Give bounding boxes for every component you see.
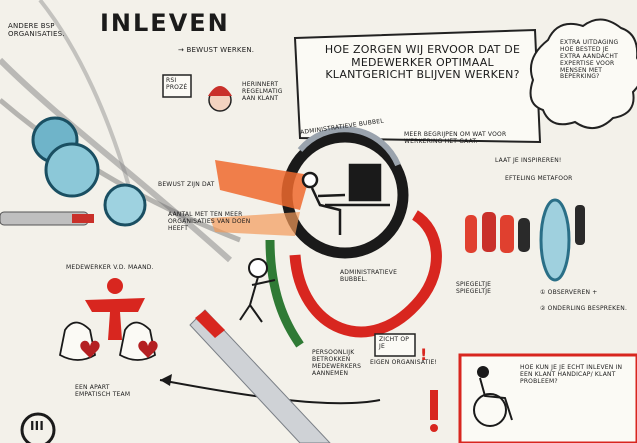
mirror-icon [539, 198, 571, 282]
understand-work-note: Meer begrijpen om wat voor werkering het… [404, 131, 507, 145]
climbing-person-icon [239, 258, 276, 323]
heart-icon [138, 340, 158, 358]
admin-bubble-bottom: Administratieve bubbel. [340, 269, 398, 283]
reminder-label: Herinnert regelmatig aan klant [242, 81, 283, 102]
page-title: INLEVEN [100, 9, 230, 37]
top-left-note: Andere BSP organisaties. [8, 22, 65, 39]
red-bubble-arc [289, 210, 442, 338]
question-frame [293, 28, 542, 144]
organisations-label: aantal met ten meer organisaties van doe… [168, 211, 251, 232]
teal-sphere-icon [44, 142, 100, 198]
exclamation-dot [430, 424, 438, 432]
orange-beam [215, 160, 310, 210]
rail-line [0, 98, 241, 243]
vision-box-frame [374, 333, 416, 357]
rail-line [38, 0, 132, 191]
step-observe: ① observeren + [540, 289, 598, 296]
empathy-question: Hoe kun je je echt inleven in een klant … [520, 364, 623, 385]
main-question: Hoe zorgen wij ervoor dat de medewerker … [324, 43, 521, 82]
marker-cap [72, 214, 94, 223]
step-discuss: ② onderling bespreken. [540, 305, 628, 312]
wheelchair-icon [473, 366, 513, 427]
rsi-badge-frame [162, 74, 192, 98]
people-group-icon [465, 212, 530, 253]
exclamation-mark: ! [420, 345, 428, 364]
awareness-label: Bewust zijn dat [158, 181, 215, 188]
vision-box-label: zicht op je [379, 336, 410, 350]
bubble-ring-highlight [297, 126, 401, 167]
green-stroke [265, 239, 304, 348]
cloud-challenge: Extra uitdaging hoe bested je extra aand… [560, 39, 619, 81]
teal-sphere-icon [103, 183, 147, 227]
employee-of-month-label: Medewerker v.d. maand. [66, 264, 154, 271]
person-icon [575, 205, 585, 245]
own-organisation-label: eigen organisatie! [370, 359, 438, 366]
employee-of-month-icon [85, 278, 145, 340]
rsi-badge-label: RSI Prozé [166, 77, 188, 91]
arrow-head [160, 374, 172, 386]
marker-cap [195, 310, 225, 338]
woman-icon [208, 86, 232, 112]
mirror-label: Spiegeltje spiegeltje [456, 281, 492, 295]
heart-icon [80, 340, 100, 358]
aware-working-label: → Bewust werken. [178, 46, 255, 54]
inspire-label: Laat je inspireren! [495, 157, 562, 164]
orange-beam [210, 212, 300, 236]
corner-badge [20, 412, 56, 443]
desk-worker-icon [301, 163, 390, 235]
exclamation-bar [430, 390, 438, 420]
hire-engaged-label: Persoonlijk betrokken medewerkers aannem… [312, 349, 362, 377]
bottom-right-panel [458, 353, 637, 443]
empathic-team-label: Een apart empatisch team [75, 384, 131, 398]
corner-number: III [30, 419, 44, 433]
cloud-bubble [529, 18, 637, 129]
marker-pen-icon [189, 309, 331, 443]
rail-line [0, 57, 233, 263]
efteling-label: Efteling metafoor [505, 175, 573, 182]
